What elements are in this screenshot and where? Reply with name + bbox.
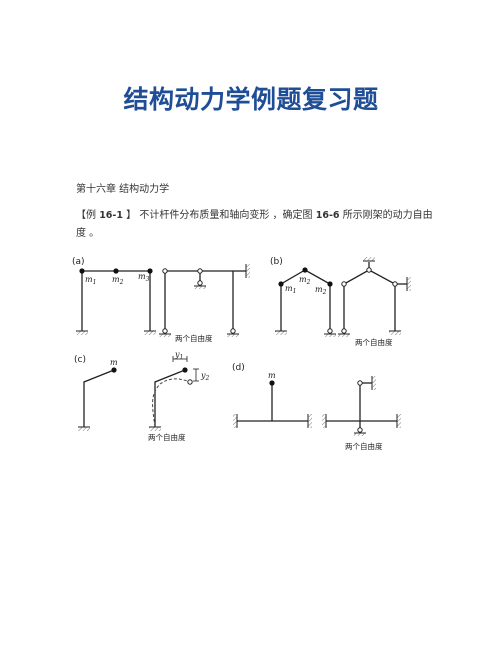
figure-a-mass-2	[113, 268, 119, 274]
figure-b-hinge-1	[341, 281, 347, 287]
problem-close-bracket: 】	[126, 210, 137, 221]
figure-d-tag: (d)	[232, 363, 245, 373]
figure-d-caption: 两个自由度	[345, 441, 383, 451]
page-title: 结构动力学例题复习题	[123, 85, 379, 114]
figure-c-mass-displaced	[187, 379, 193, 385]
figure-d-mass	[269, 380, 275, 386]
figure-c-mass	[111, 367, 117, 373]
figure-b-label-m2: m2	[299, 275, 311, 286]
figure-c-mass-2	[182, 367, 188, 373]
figure-d-hinge-top	[357, 380, 363, 386]
problem-statement: 【例 16-1 】 不计杆件分布质量和轴向变形 ，确定图 16-6 所示刚架的动…	[76, 207, 436, 243]
figure-b: (b) m1 m2 m2 两个自由度	[270, 257, 411, 347]
figure-c-fixed-support-1	[78, 427, 90, 431]
figure-d: (d) m 两个自由度	[232, 363, 401, 451]
figure-d-frame-left	[237, 383, 308, 422]
figure-a-label-m1: m1	[85, 275, 96, 286]
problem-number: 16-1	[99, 210, 123, 221]
problem-text-a: 不计杆件分布质量和轴向变形 ，确定图	[139, 210, 313, 221]
figure-a-label-m2: m2	[112, 275, 124, 286]
figure-a: (a) m1 m2 m3	[72, 257, 250, 343]
problem-text-b: 所示刚架的动力自由度 。	[76, 210, 433, 239]
figure-b-fixed-support-2	[389, 331, 401, 335]
figure-c-label-m: m	[110, 358, 118, 367]
figure-b-frame-right	[343, 262, 407, 331]
figure-b-pin-support	[327, 328, 333, 334]
figure-reference: 16-6	[315, 210, 340, 221]
figure-b-mass-2	[302, 267, 308, 273]
figure-a-mass-3	[147, 268, 153, 274]
figure-a-label-m3: m3	[138, 272, 150, 283]
figure-b-mass-3	[327, 281, 333, 287]
problem-open-bracket: 【例	[76, 210, 96, 221]
figure-d-frame-right	[326, 382, 397, 430]
figure-d-label-m: m	[268, 371, 276, 380]
figure-a-pin-support-2	[230, 328, 236, 334]
figure-a-mass-1	[79, 268, 85, 274]
figure-b-fixed-support-1	[275, 331, 287, 335]
figure-b-hinge-2	[366, 267, 372, 273]
figure-c-label-y1: y1	[174, 350, 183, 361]
figure-a-pin-support-1	[162, 328, 168, 334]
figure-b-hinge-3	[392, 281, 398, 287]
figure-a-fixed-support-1	[76, 331, 88, 335]
figure-b-mass-1	[278, 281, 284, 287]
figure-b-label-m3: m2	[315, 285, 327, 296]
figure-c-fixed-support-2	[149, 427, 161, 431]
figure-c-deformed-shape	[152, 378, 191, 428]
figure-a-hinge-2	[197, 268, 203, 274]
figure-a-link-support	[197, 280, 203, 286]
figure-b-pin-support-2	[341, 328, 347, 334]
figure-c-y1-dimension	[172, 356, 188, 362]
figure-b-caption: 两个自由度	[355, 337, 393, 347]
figure-c: (c) m y1 y2 两个自由度	[74, 350, 210, 442]
figure-c-frame-right	[154, 369, 186, 427]
figure-c-caption: 两个自由度	[148, 432, 186, 442]
figure-c-y2-dimension	[193, 368, 199, 382]
chapter-heading: 第十六章 结构动力学	[76, 184, 170, 195]
figure-b-tag: (b)	[270, 257, 283, 267]
figure-c-tag: (c)	[74, 355, 86, 365]
figure-a-hinge-1	[162, 268, 168, 274]
figure-a-frame-right	[164, 270, 246, 331]
figure-d-link-support	[357, 427, 363, 433]
figure-c-frame-left	[83, 369, 115, 427]
figure-b-label-m1: m1	[285, 284, 296, 295]
figure-a-fixed-support-2	[144, 331, 156, 335]
figure-a-tag: (a)	[72, 257, 85, 267]
figure-a-caption: 两个自由度	[175, 333, 213, 343]
figure-c-label-y2: y2	[200, 371, 210, 382]
